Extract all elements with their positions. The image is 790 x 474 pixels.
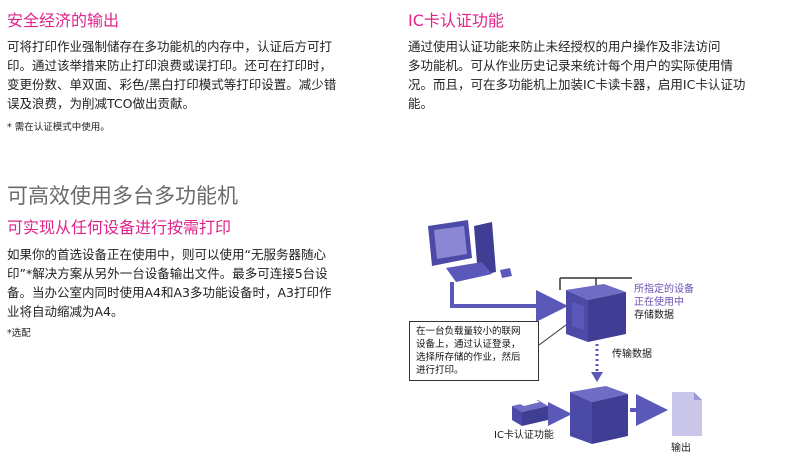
- secure-output-line: 误及浪费，为削减TCO做出贡献。: [7, 96, 195, 111]
- section-line: 备。当办公室内同时使用A4和A3多功能设备时，A3打印作: [7, 285, 332, 300]
- ic-card-reader-icon: [512, 400, 548, 426]
- callout-line: 设备上，通过认证登录，: [416, 339, 521, 350]
- section-title: 可高效使用多台多功能机: [7, 184, 238, 208]
- section-line: 业将自动缩减为A4。: [7, 304, 124, 319]
- ic-card-line: 能。: [408, 96, 434, 111]
- device-in-use-label-2: 正在使用中: [634, 297, 684, 308]
- callout-pointer: [538, 324, 567, 346]
- secure-output-line: 变更份数、单双面、彩色/黑白打印模式等打印设置。减少错: [7, 77, 337, 92]
- callout-box: 在一台负载量较小的联网 设备上，通过认证登录， 选择所存储的作业，然后 进行打印…: [409, 321, 539, 381]
- secure-output-line: 可将打印作业强制储存在多功能机的内存中，认证后方可打: [7, 39, 333, 54]
- callout-line: 进行打印。: [416, 365, 464, 376]
- section-subheading: 可实现从任何设备进行按需打印: [7, 218, 232, 237]
- section-line: 印”*解决方案从另外一台设备输出文件。最多可连接5台设: [7, 266, 328, 281]
- document-icon: [672, 392, 702, 436]
- ic-card-line: 况。而且，可在多功能机上加装IC卡读卡器，启用IC卡认证功: [408, 77, 746, 92]
- section-line: 如果你的首选设备正在使用中，则可以使用“无服务器随心: [7, 247, 326, 262]
- ic-card-body: 通过使用认证功能来防止未经授权的用户操作及非法访问 多功能机。可从作业历史记录来…: [408, 37, 788, 113]
- callout-line: 在一台负载量较小的联网: [416, 326, 521, 337]
- computer-icon: [428, 220, 512, 282]
- ic-card-line: 通过使用认证功能来防止未经授权的用户操作及非法访问: [408, 39, 721, 54]
- secure-output-heading: 安全经济的输出: [7, 11, 120, 30]
- send-arrow: [450, 282, 568, 322]
- mfp-icon-in-use: [566, 284, 626, 342]
- store-data-label: 存储数据: [634, 310, 674, 321]
- ic-card-auth-label: IC卡认证功能: [494, 430, 554, 441]
- section-note: *选配: [7, 328, 31, 339]
- section-body: 如果你的首选设备正在使用中，则可以使用“无服务器随心 印”*解决方案从另外一台设…: [7, 245, 397, 321]
- ic-card-line: 多功能机。可从作业历史记录来统计每个用户的实际使用情: [408, 58, 734, 73]
- transfer-arrowhead: [591, 372, 603, 382]
- secure-output-line: 印。通过该举措来防止打印浪费或误打印。还可在打印时，: [7, 58, 333, 73]
- callout-line: 选择所存储的作业，然后: [416, 352, 521, 363]
- mfp-icon-output: [570, 386, 628, 444]
- transfer-data-label: 传输数据: [612, 349, 652, 360]
- output-label: 输出: [671, 443, 691, 454]
- secure-output-body: 可将打印作业强制储存在多功能机的内存中，认证后方可打 印。通过该举措来防止打印浪…: [7, 37, 397, 113]
- secure-output-note: * 需在认证模式中使用。: [7, 122, 110, 133]
- device-in-use-label-1: 所指定的设备: [634, 284, 694, 295]
- ic-card-heading: IC卡认证功能: [408, 11, 504, 30]
